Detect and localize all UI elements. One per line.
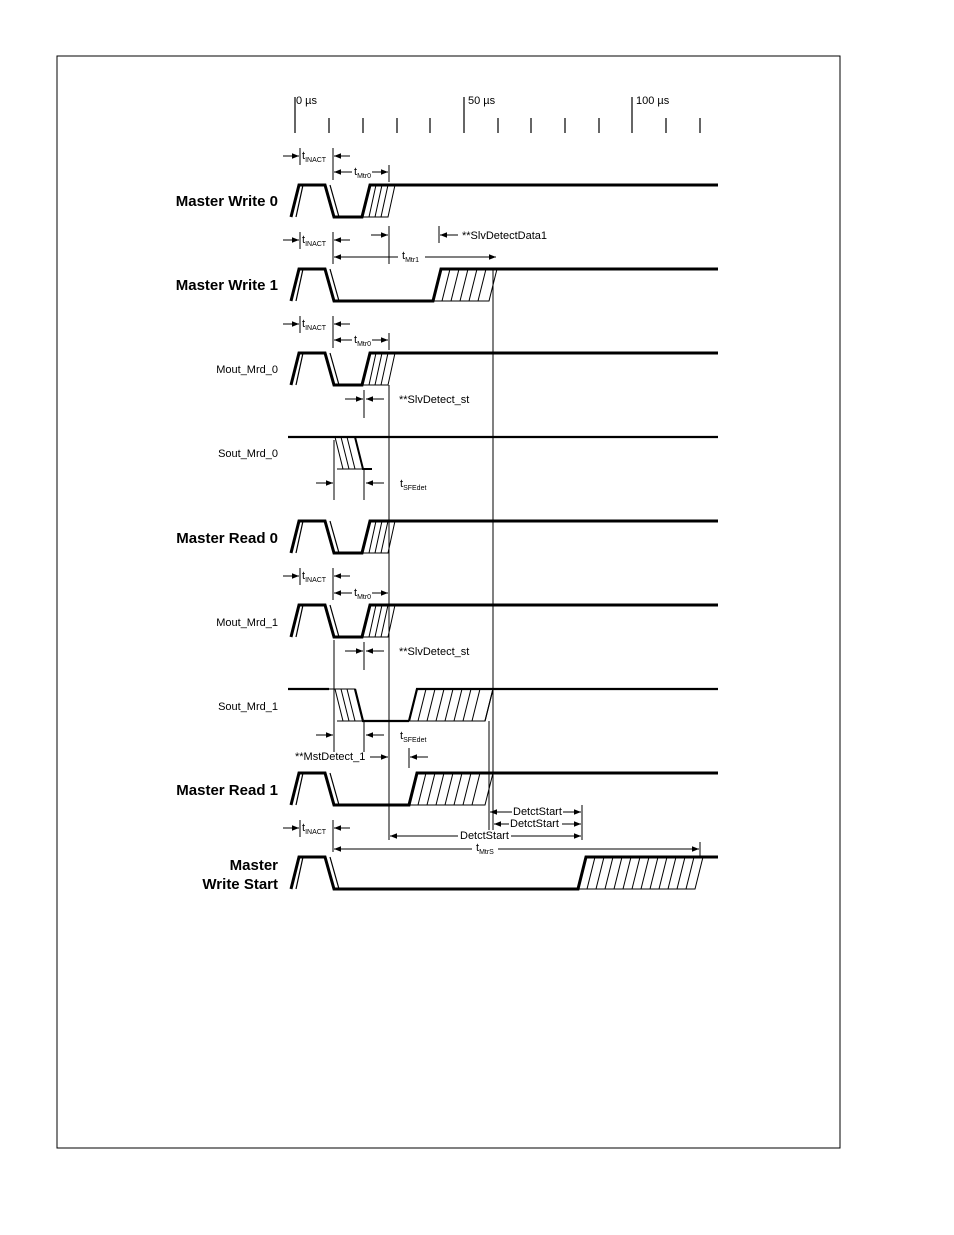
- svg-text:tINACT: tINACT: [302, 234, 327, 248]
- svg-text:**SlvDetect_st: **SlvDetect_st: [399, 394, 469, 406]
- svg-text:**SlvDetectData1: **SlvDetectData1: [462, 230, 547, 242]
- svg-text:tMtrS: tMtrS: [476, 842, 494, 856]
- label-mout-mrd-0: Mout_Mrd_0: [216, 364, 278, 376]
- svg-text:tMtr0: tMtr0: [354, 334, 371, 348]
- page-frame: [56, 55, 841, 1149]
- svg-text:**MstDetect_1: **MstDetect_1: [295, 751, 365, 763]
- timing-slv-detect-st-2: **SlvDetect_st: [345, 642, 469, 670]
- timing-tinact-5: tINACT: [283, 820, 350, 852]
- timing-tmtr0-1: tMtr0: [334, 165, 390, 182]
- waveform-master-read-1: [289, 771, 718, 807]
- timing-tinact-2: tINACT: [283, 232, 350, 264]
- waveform-master-write-start: [289, 855, 718, 891]
- label-sout-mrd-1: Sout_Mrd_1: [218, 701, 278, 713]
- waveform-sout-mrd-0: [288, 435, 718, 470]
- tick-label-100us: 100 µs: [636, 95, 670, 107]
- waveform-master-write-1: [289, 267, 718, 303]
- timing-tinact-4: tINACT: [283, 568, 350, 600]
- svg-text:tSFEdet: tSFEdet: [400, 730, 426, 744]
- svg-text:tINACT: tINACT: [302, 150, 327, 164]
- timing-mst-detect-1: **MstDetect_1: [295, 748, 428, 768]
- timing-tmtr1: tMtr1: [334, 250, 496, 264]
- label-master-write-start-line1: Master: [230, 857, 279, 874]
- time-scale: 0 µs 50 µs 100 µs: [294, 95, 701, 133]
- label-sout-mrd-0: Sout_Mrd_0: [218, 448, 278, 460]
- label-master-write-1: Master Write 1: [176, 277, 278, 294]
- svg-text:tMtr0: tMtr0: [354, 166, 371, 180]
- svg-text:tSFEdet: tSFEdet: [400, 478, 426, 492]
- waveform-sout-mrd-1: [288, 687, 718, 723]
- waveform-mout-mrd-1: [289, 603, 718, 639]
- signal-labels: Master Write 0 Master Write 1 Mout_Mrd_0…: [176, 193, 278, 893]
- svg-text:**SlvDetect_st: **SlvDetect_st: [399, 646, 469, 658]
- svg-text:tINACT: tINACT: [302, 570, 327, 584]
- timing-tsfedet-2: tSFEdet: [316, 640, 426, 752]
- timing-tmtrs: tMtrS: [334, 842, 701, 856]
- svg-text:tINACT: tINACT: [302, 318, 327, 332]
- svg-text:tMtr1: tMtr1: [402, 250, 419, 264]
- waveform-master-read-0: [289, 519, 718, 555]
- timing-slv-detect-data1: **SlvDetectData1: [371, 226, 547, 264]
- label-master-write-start-line2: Write Start: [202, 876, 278, 893]
- tick-label-50us: 50 µs: [468, 95, 496, 107]
- svg-text:tMtr0: tMtr0: [354, 587, 371, 601]
- timing-tmtr0-2: tMtr0: [334, 333, 390, 350]
- svg-text:tINACT: tINACT: [302, 822, 327, 836]
- label-mout-mrd-1: Mout_Mrd_1: [216, 617, 278, 629]
- label-master-read-1: Master Read 1: [176, 782, 278, 799]
- label-master-read-0: Master Read 0: [176, 530, 278, 547]
- timing-tsfedet-1: tSFEdet: [316, 440, 426, 500]
- svg-text:DetctStart: DetctStart: [510, 818, 559, 830]
- timing-tinact-1: tINACT: [283, 148, 350, 180]
- timing-tmtr0-3: tMtr0: [334, 585, 390, 602]
- waveform-mout-mrd-0: [289, 351, 718, 387]
- timing-detct-start: DetctStart DetctStart DetctStart: [390, 806, 581, 842]
- reference-lines: [388, 269, 583, 840]
- timing-tinact-3: tINACT: [283, 316, 350, 348]
- svg-text:DetctStart: DetctStart: [513, 806, 562, 818]
- svg-text:DetctStart: DetctStart: [460, 830, 509, 842]
- waveform-master-write-0: [289, 183, 718, 219]
- tick-label-0us: 0 µs: [296, 95, 318, 107]
- timing-slv-detect-st-1: **SlvDetect_st: [345, 390, 469, 418]
- label-master-write-0: Master Write 0: [176, 193, 278, 210]
